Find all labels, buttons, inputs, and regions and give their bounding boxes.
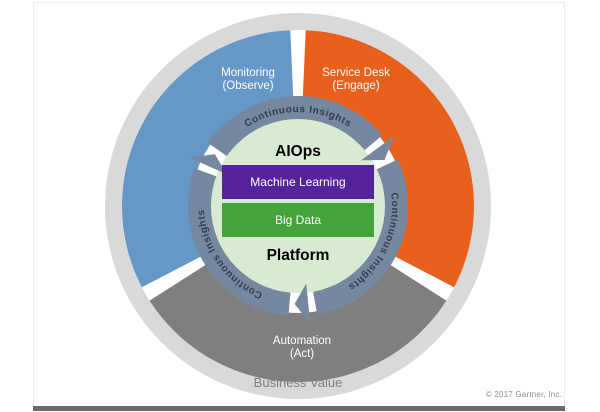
bottom-divider-bar (33, 406, 565, 411)
segment-monitoring (122, 30, 294, 288)
segment-service-desk (302, 30, 474, 288)
monitoring-label-line1: Monitoring (221, 67, 275, 79)
arrowhead-left-icon (189, 154, 227, 175)
insight-ring-arc-left (188, 168, 291, 316)
segment-monitoring-label: Monitoring (Observe) (221, 67, 275, 92)
big-data-label: Big Data (275, 213, 321, 227)
automation-label-line1: Automation (273, 335, 331, 347)
insight-ring-arc-right (312, 159, 408, 315)
machine-learning-box (222, 165, 374, 199)
monitoring-label-line2: (Observe) (222, 80, 273, 92)
service-desk-label-line1: Service Desk (322, 67, 390, 79)
machine-learning-label: Machine Learning (250, 175, 345, 189)
business-value-label: Business Value (254, 375, 343, 390)
automation-label-line2: (Act) (290, 348, 314, 360)
core-title-platform: Platform (267, 247, 330, 264)
core-title-aiops: AIOps (275, 143, 321, 160)
big-data-box (222, 203, 374, 237)
segment-service-desk-label: Service Desk (Engage) (322, 67, 390, 92)
service-desk-label-line2: (Engage) (332, 80, 379, 92)
insight-ring (188, 96, 408, 316)
arrowhead-bottom-icon (294, 283, 311, 325)
insight-ring-arc-top (207, 96, 383, 157)
copyright-notice: © 2017 Gartner, Inc. (485, 390, 562, 399)
segment-automation (149, 263, 447, 382)
segment-automation-label: Automation (Act) (273, 335, 331, 360)
arrowhead-right-icon (361, 136, 395, 161)
